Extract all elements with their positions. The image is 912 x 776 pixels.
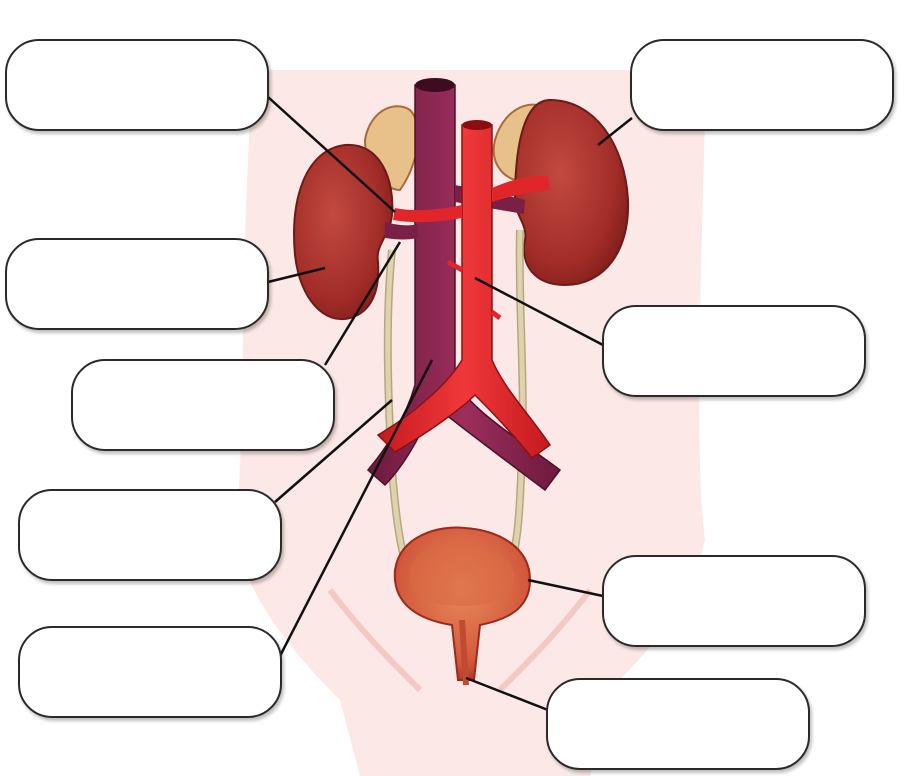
label-box-right-kidney[interactable] — [5, 238, 269, 330]
label-box-bladder[interactable] — [602, 555, 866, 647]
label-box-urethra[interactable] — [546, 678, 810, 770]
aorta-top-opening — [462, 120, 492, 130]
label-box-renal-artery[interactable] — [71, 359, 335, 451]
label-box-inferior-vena-cava[interactable] — [18, 626, 282, 718]
label-box-ureter[interactable] — [18, 489, 282, 581]
vena-cava-top-opening — [415, 78, 455, 92]
label-box-aorta[interactable] — [602, 305, 866, 397]
urethra — [462, 620, 466, 685]
label-box-left-kidney[interactable] — [630, 39, 894, 131]
label-box-renal-vein[interactable] — [5, 39, 269, 131]
